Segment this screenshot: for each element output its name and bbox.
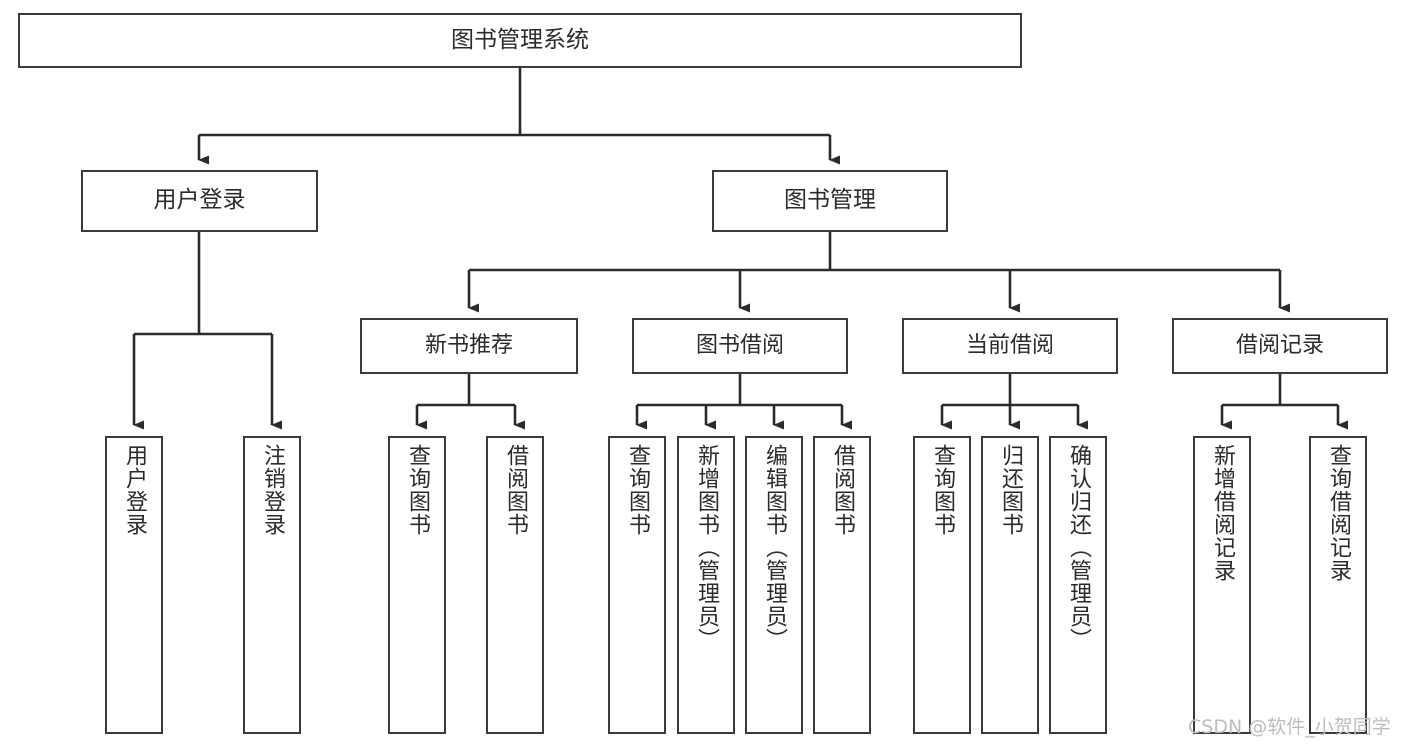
node-label: 借阅记录 (1235, 332, 1324, 358)
node-label: 借阅图书 (503, 444, 528, 536)
node-new-book-recommend[interactable]: 新书推荐 (360, 318, 578, 374)
node-root-system[interactable]: 图书管理系统 (18, 13, 1022, 68)
leaf-user-login-logout[interactable]: 注销登录 (243, 436, 301, 734)
leaf-borrow-query-book[interactable]: 查询图书 (608, 436, 666, 734)
leaf-borrow-edit-book[interactable]: 编辑图书（管理员） (745, 436, 803, 734)
leaf-record-query[interactable]: 查询借阅记录 (1309, 436, 1367, 734)
node-borrow-record[interactable]: 借阅记录 (1172, 318, 1388, 374)
node-label: 新增图书（管理员） (694, 444, 719, 651)
node-label: 图书管理 (784, 187, 876, 214)
leaf-borrow-add-book[interactable]: 新增图书（管理员） (677, 436, 735, 734)
node-label: 用户登录 (153, 187, 246, 214)
leaf-current-return-book[interactable]: 归还图书 (981, 436, 1039, 734)
leaf-new-book-query[interactable]: 查询图书 (388, 436, 446, 734)
node-label: 用户登录 (122, 444, 147, 536)
node-current-borrow[interactable]: 当前借阅 (902, 318, 1118, 374)
node-label: 编辑图书（管理员） (762, 444, 787, 651)
leaf-current-confirm-return[interactable]: 确认归还（管理员） (1049, 436, 1107, 734)
node-label: 查询图书 (405, 444, 430, 536)
leaf-new-book-borrow[interactable]: 借阅图书 (486, 436, 544, 734)
leaf-record-add[interactable]: 新增借阅记录 (1193, 436, 1251, 734)
node-user-login[interactable]: 用户登录 (81, 170, 318, 232)
leaf-borrow-borrow-book[interactable]: 借阅图书 (813, 436, 871, 734)
leaf-user-login-login[interactable]: 用户登录 (105, 436, 163, 734)
node-label: 图书管理系统 (451, 26, 589, 53)
node-label: 新书推荐 (424, 332, 513, 358)
leaf-current-query-book[interactable]: 查询图书 (913, 436, 971, 734)
node-label: 新增借阅记录 (1210, 444, 1235, 582)
node-label: 归还图书 (998, 444, 1023, 536)
node-label: 当前借阅 (965, 332, 1054, 358)
node-book-borrow[interactable]: 图书借阅 (632, 318, 848, 374)
node-label: 确认归还（管理员） (1066, 444, 1091, 651)
node-label: 图书借阅 (695, 332, 784, 358)
node-label: 借阅图书 (830, 444, 855, 536)
node-label: 查询借阅记录 (1326, 444, 1351, 582)
node-label: 查询图书 (930, 444, 955, 536)
node-label: 查询图书 (625, 444, 650, 536)
node-book-management[interactable]: 图书管理 (712, 170, 948, 232)
node-label: 注销登录 (260, 444, 285, 536)
